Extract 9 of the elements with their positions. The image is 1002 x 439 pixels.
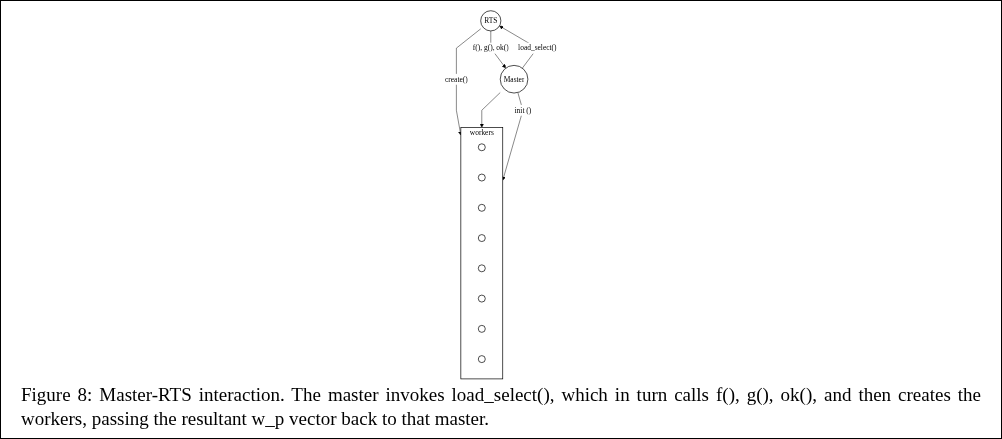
figure-caption: Figure 8: Master-RTS interaction. The master invokes load_select(), which in turn calls f(), g(), ok(), and then creates the workers, passing the resultant w_p vector back to that master.: [21, 382, 981, 432]
node-circle: [478, 203, 486, 212]
node-circle: [478, 294, 486, 303]
node-circle: [478, 173, 486, 182]
node-circle: [478, 355, 486, 363]
node-circle: [478, 143, 486, 152]
node-circle: [478, 264, 486, 273]
node-circle: [478, 234, 486, 242]
node-circle: [478, 325, 486, 333]
